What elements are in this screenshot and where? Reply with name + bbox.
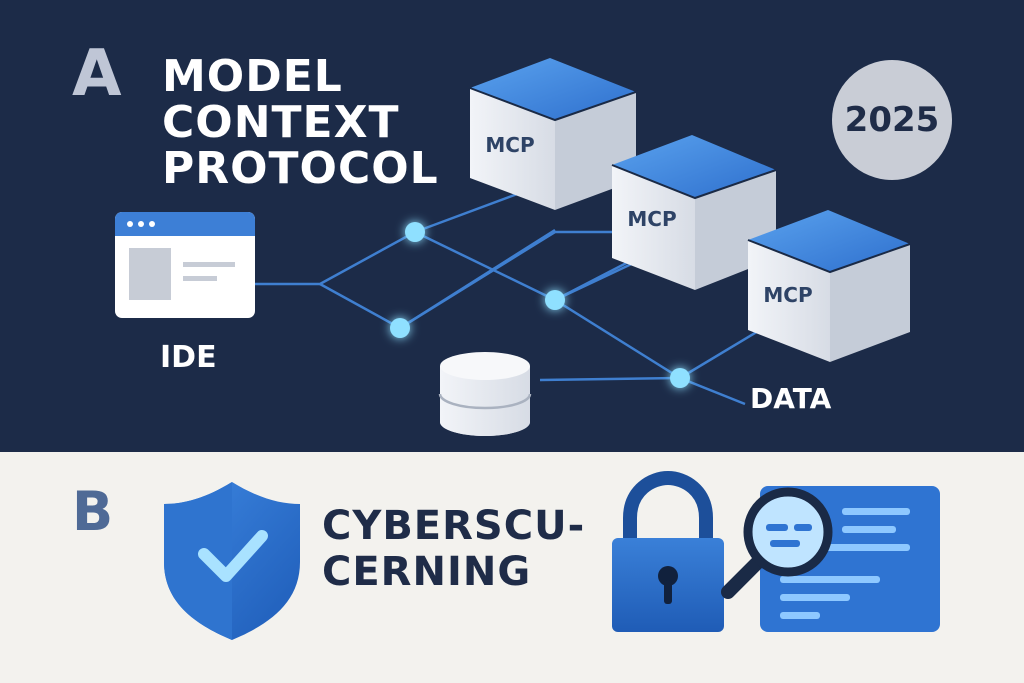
browser-window-icon <box>115 212 255 318</box>
panel-b-icons <box>164 470 940 640</box>
mcp-cube-3 <box>747 210 911 362</box>
network-node <box>670 368 690 388</box>
mcp-label: MCP <box>485 133 534 157</box>
panel-b-letter: B <box>72 480 114 543</box>
network-diagram: MCP MCP MCP <box>115 58 911 436</box>
data-label: DATA <box>750 382 832 415</box>
database-icon <box>438 352 532 436</box>
network-node <box>405 222 425 242</box>
ide-label: IDE <box>160 340 217 375</box>
shield-check-icon <box>164 482 300 640</box>
title-line-3: PROTOCOL <box>162 143 439 194</box>
network-nodes <box>390 222 690 388</box>
magnifier-icon <box>721 487 833 599</box>
year-badge: 2025 <box>832 60 952 180</box>
mcp-label: MCP <box>763 283 812 307</box>
panel-b-title-line-2: CERNING <box>322 549 532 595</box>
panel-a-letter: A <box>72 37 122 111</box>
mcp-label: MCP <box>627 207 676 231</box>
padlock-icon <box>612 470 724 632</box>
network-node <box>545 290 565 310</box>
network-node <box>390 318 410 338</box>
title-line-2: CONTEXT <box>162 97 400 148</box>
panel-b-title-line-1: CYBERSCU- <box>322 503 586 549</box>
title-line-1: MODEL <box>162 51 343 102</box>
